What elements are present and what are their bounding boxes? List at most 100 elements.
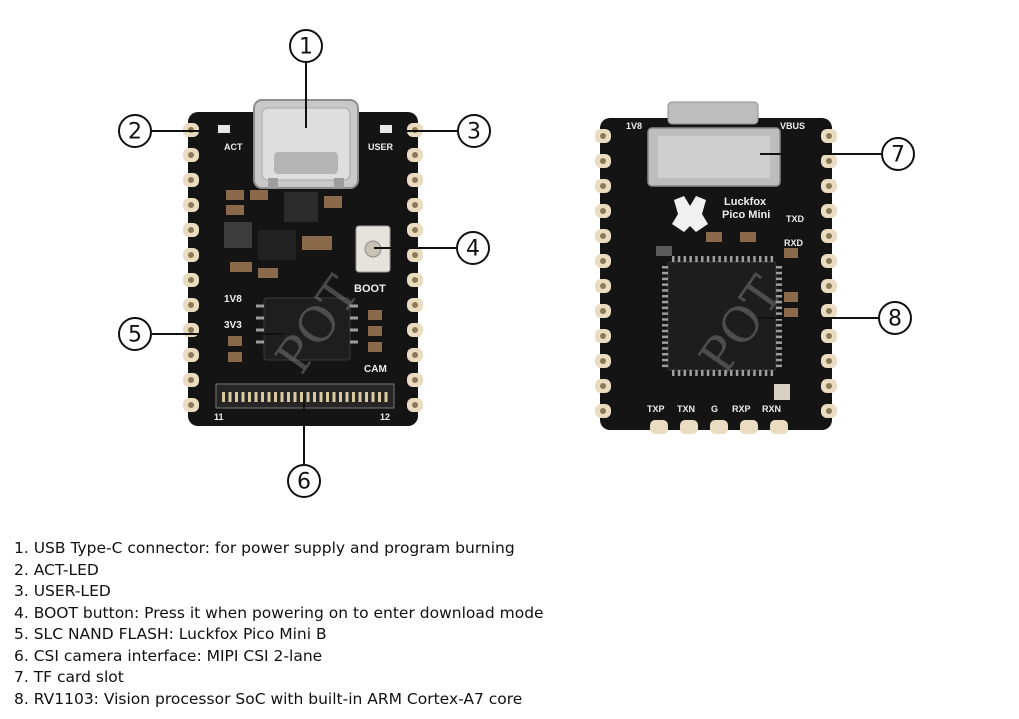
legend-item-user-led: 3. USER-LED (14, 582, 111, 600)
csi-pin (300, 392, 303, 402)
soc-lead (662, 266, 668, 269)
soc-lead (677, 370, 681, 376)
csi-pin (352, 392, 355, 402)
soc-lead (770, 370, 774, 376)
csi-pin (384, 392, 388, 402)
callout-4 (456, 231, 490, 265)
soc-lead (662, 341, 668, 344)
callout-leader-lines (152, 62, 881, 464)
pad-hole (412, 202, 418, 208)
v18-silk-label: 1V8 (224, 294, 242, 305)
soc-lead (662, 300, 668, 304)
csi-pin (345, 392, 349, 402)
tf-card-slot (647, 127, 781, 187)
back-components (656, 232, 798, 400)
soc-lead (776, 312, 782, 315)
pad-hole (826, 183, 832, 189)
soc-lead (753, 370, 756, 376)
callout-1 (289, 29, 323, 63)
soc-lead (741, 256, 745, 262)
legend-item-rv1103: 8. RV1103: Vision processor SoC with bui… (14, 689, 523, 708)
legend-item-csi-camera: 6. CSI camera interface: MIPI CSI 2-lane (14, 646, 323, 665)
pad-hole (188, 327, 194, 333)
soc-lead (730, 256, 733, 262)
csi-pin (280, 392, 284, 402)
soc-lead (712, 256, 716, 262)
rxd-silk-label: RXD (784, 238, 804, 248)
rv1103-soc-leads (662, 256, 782, 376)
pad-hole (600, 208, 606, 214)
soc-lead (776, 283, 782, 286)
csi-pin (313, 392, 316, 402)
nand-flash-leads (256, 304, 358, 344)
pad-hole (412, 152, 418, 158)
brand-line1-silk: Luckfox (724, 196, 767, 208)
luckfox-logo (672, 196, 708, 232)
soc-lead (712, 370, 716, 376)
soc-lead (662, 324, 668, 327)
callout-7 (881, 137, 915, 171)
soc-lead (764, 256, 768, 262)
soc-lead (776, 306, 782, 310)
pad-hole (188, 152, 194, 158)
soc-lead (662, 318, 668, 321)
soc-lead (759, 256, 762, 262)
callout-numbers: 1 2 3 4 5 6 7 8 (128, 35, 905, 495)
csi-pin (235, 392, 238, 402)
pad-hole (188, 352, 194, 358)
pad-hole (600, 283, 606, 289)
soc-lead (776, 295, 782, 298)
front-board: ACT USER BOOT 1V8 3V3 CAM 11 12 POT (183, 99, 423, 426)
csi-pin (248, 392, 251, 402)
soc-lead (672, 256, 675, 262)
pad-hole (600, 183, 606, 189)
csi-pin (222, 392, 225, 402)
soc-lead (776, 347, 782, 350)
pad-hole (412, 327, 418, 333)
legend-item-tf-card: 7. TF card slot (14, 668, 124, 686)
pad-hole (188, 277, 194, 283)
soc-lead (695, 256, 698, 262)
soc-lead (776, 277, 782, 281)
callout-6 (287, 464, 321, 498)
txd-silk-label: TXD (786, 214, 805, 224)
soc-lead (776, 341, 782, 344)
pad-hole (600, 158, 606, 164)
soc-lead (689, 256, 692, 262)
pad-hole (412, 402, 418, 408)
soc-lead (770, 256, 774, 262)
legend-item-nand-flash: 5. SLC NAND FLASH: Luckfox Pico Mini B (14, 625, 327, 643)
soc-lead (776, 329, 782, 333)
rv1103-soc-chip (667, 261, 777, 371)
g-silk-label: G (711, 404, 718, 414)
callout-5-number: 5 (128, 323, 142, 348)
rxn-silk-label: RXN (762, 404, 781, 414)
pad-hole (412, 302, 418, 308)
legend-item-act-led: 2. ACT-LED (14, 560, 99, 579)
csi-pin (274, 392, 277, 402)
pad-hole (600, 358, 606, 364)
callout-4-number: 4 (466, 237, 480, 262)
soc-lead (683, 256, 687, 262)
callout-3-number: 3 (467, 120, 481, 145)
soc-lead (776, 289, 782, 292)
csi-pin (241, 392, 245, 402)
soc-lead (683, 370, 687, 376)
soc-lead (724, 370, 727, 376)
soc-lead (764, 370, 768, 376)
user-silk-label: USER (368, 142, 394, 152)
boot-silk-label: BOOT (354, 283, 386, 295)
pad-hole (600, 133, 606, 139)
pad-hole (188, 202, 194, 208)
callout-circles (118, 29, 915, 498)
pad-hole (412, 252, 418, 258)
rxp-silk-label: RXP (732, 404, 751, 414)
pin12-silk-label: 12 (380, 412, 390, 422)
soc-lead (747, 256, 750, 262)
soc-lead (753, 256, 756, 262)
soc-lead (776, 364, 782, 368)
pad-hole (826, 133, 832, 139)
txn-silk-label: TXN (677, 404, 695, 414)
soc-lead (662, 295, 668, 298)
